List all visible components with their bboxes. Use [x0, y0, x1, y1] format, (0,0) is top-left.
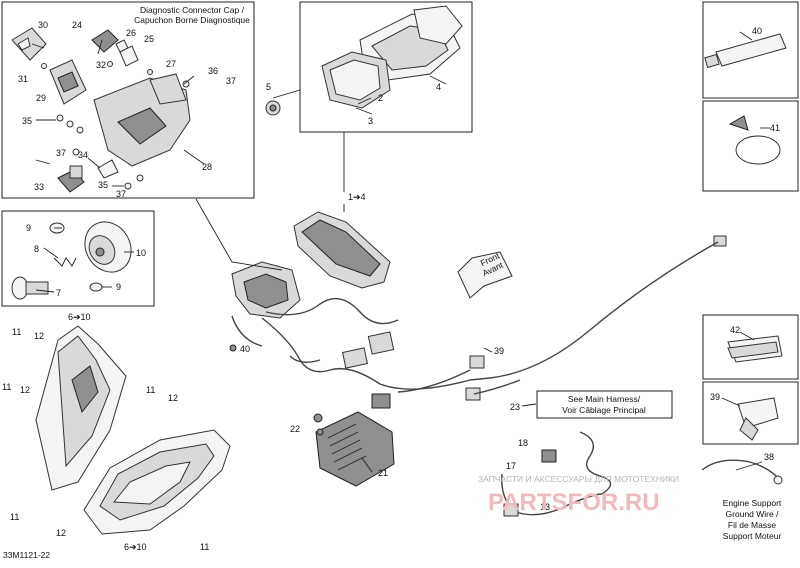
- callout-10: 10: [136, 248, 146, 258]
- part-22-nut: [313, 413, 324, 436]
- callout-37-b: 37: [56, 148, 66, 158]
- callout-3: 3: [368, 116, 373, 126]
- callout-39-box: 39: [710, 392, 720, 402]
- callout-8: 8: [34, 244, 39, 254]
- fuse-box: [231, 261, 301, 319]
- callout-5: 5: [266, 82, 271, 92]
- callout-6-10-top: 6➔10: [68, 312, 91, 322]
- callout-36: 36: [208, 66, 218, 76]
- callout-11-e: 11: [200, 542, 209, 552]
- callout-1-4: 1➔4: [348, 192, 366, 202]
- main-harness-l2: Voir Câblage Principal: [562, 405, 646, 415]
- part-40-dot: [229, 344, 237, 352]
- part-29: [49, 59, 87, 105]
- part-8-spring: [53, 257, 77, 267]
- harness-wires: [231, 241, 719, 395]
- callout-35-b: 35: [98, 180, 108, 190]
- callout-27: 27: [166, 59, 176, 69]
- harness-connectors: [341, 235, 727, 409]
- callout-29: 29: [36, 93, 46, 103]
- callout-6-10-bottom: 6➔10: [124, 542, 147, 552]
- watermark-logo-text: PARTSFOR.RU: [488, 489, 660, 516]
- callout-28: 28: [202, 162, 212, 172]
- callout-2: 2: [378, 93, 383, 103]
- callout-37-a: 37: [226, 76, 236, 86]
- headlight-main-lens: [83, 429, 231, 535]
- callout-30: 30: [38, 20, 48, 30]
- part-25: [119, 45, 139, 67]
- callout-24: 24: [72, 20, 82, 30]
- callout-11-b: 11: [2, 382, 11, 392]
- part-5-gauge: [265, 100, 281, 116]
- callout-12-d: 12: [56, 528, 66, 538]
- callout-40-box: 40: [752, 26, 762, 36]
- part-10-reflector: [84, 221, 132, 273]
- coil-cord: [501, 431, 612, 517]
- callout-40-main: 40: [240, 344, 250, 354]
- watermark-top-text: ЗАПЧАСТИ И АКСЕССУАРЫ ДЛЯ МОТОТЕХНИКИ: [478, 474, 679, 484]
- callout-25: 25: [144, 34, 154, 44]
- part-41-clamp: [728, 115, 781, 165]
- callout-17: 17: [506, 461, 516, 471]
- callout-31: 31: [18, 74, 28, 84]
- diagnostic-cap-title-l2: Capuchon Borne Diagnostique: [134, 15, 250, 25]
- callout-42: 42: [730, 325, 740, 335]
- callout-35-a: 35: [22, 116, 32, 126]
- callout-32: 32: [96, 60, 106, 70]
- part-28-bracket: [93, 73, 191, 167]
- part-21-regulator: [315, 411, 395, 487]
- main-harness-l1: See Main Harness/: [568, 394, 641, 404]
- part-2-gauge: [321, 51, 391, 109]
- part-39-clip: [737, 397, 779, 441]
- callout-12-c: 12: [168, 393, 178, 403]
- callout-9-top: 9: [26, 223, 31, 233]
- box-41: [702, 100, 799, 192]
- callout-23: 23: [510, 402, 520, 412]
- callouts: 1➔4 2 3 4 5 6➔10 6➔10 7 8 9 9 10 11 11 1…: [2, 20, 780, 560]
- front-arrow: Front Avant: [457, 250, 513, 299]
- part-40-tube: [704, 33, 787, 69]
- callout-13: 13: [540, 502, 550, 512]
- ground-wire-l3: Fil de Masse: [728, 520, 776, 530]
- callout-22: 22: [290, 424, 300, 434]
- callout-39-main: 39: [494, 346, 504, 356]
- part-33: [57, 165, 85, 193]
- part-38-ground-wire: [701, 459, 783, 485]
- callout-38: 38: [764, 452, 774, 462]
- part-34: [97, 159, 119, 179]
- callout-11-d: 11: [10, 512, 19, 522]
- callout-26: 26: [126, 28, 136, 38]
- callout-4: 4: [436, 82, 441, 92]
- part-42-trim: [727, 335, 783, 363]
- callout-34: 34: [78, 150, 88, 160]
- ground-wire-l2: Ground Wire /: [726, 509, 780, 519]
- callout-18: 18: [518, 438, 528, 448]
- headlight-left-housing: [35, 325, 127, 491]
- callout-33: 33: [34, 182, 44, 192]
- leader-lines: [31, 31, 770, 473]
- callout-11-a: 11: [12, 327, 21, 337]
- callout-12-b: 12: [20, 385, 30, 395]
- callout-9-bottom: 9: [116, 282, 121, 292]
- callout-21: 21: [378, 468, 388, 478]
- callout-11-c: 11: [146, 385, 155, 395]
- ground-wire-label: Engine Support Ground Wire / Fil de Mass…: [723, 498, 782, 541]
- main-harness-box: See Main Harness/ Voir Câblage Principal: [536, 390, 673, 419]
- callout-12-a: 12: [34, 331, 44, 341]
- diagram-code: 33M1121-22: [3, 550, 50, 560]
- callout-7: 7: [56, 288, 61, 298]
- ground-wire-l1: Engine Support: [723, 498, 782, 508]
- ground-wire-l4: Support Moteur: [723, 531, 782, 541]
- part-30: [11, 27, 47, 61]
- watermark: ЗАПЧАСТИ И АКСЕССУАРЫ ДЛЯ МОТОТЕХНИКИ PA…: [478, 474, 679, 516]
- callout-37-c: 37: [116, 189, 126, 199]
- callout-41: 41: [770, 123, 780, 133]
- diagnostic-cap-title: Diagnostic Connector Cap /Capuchon Borne…: [134, 5, 250, 25]
- screws-35: [41, 61, 190, 190]
- cluster-assembly: [293, 211, 391, 289]
